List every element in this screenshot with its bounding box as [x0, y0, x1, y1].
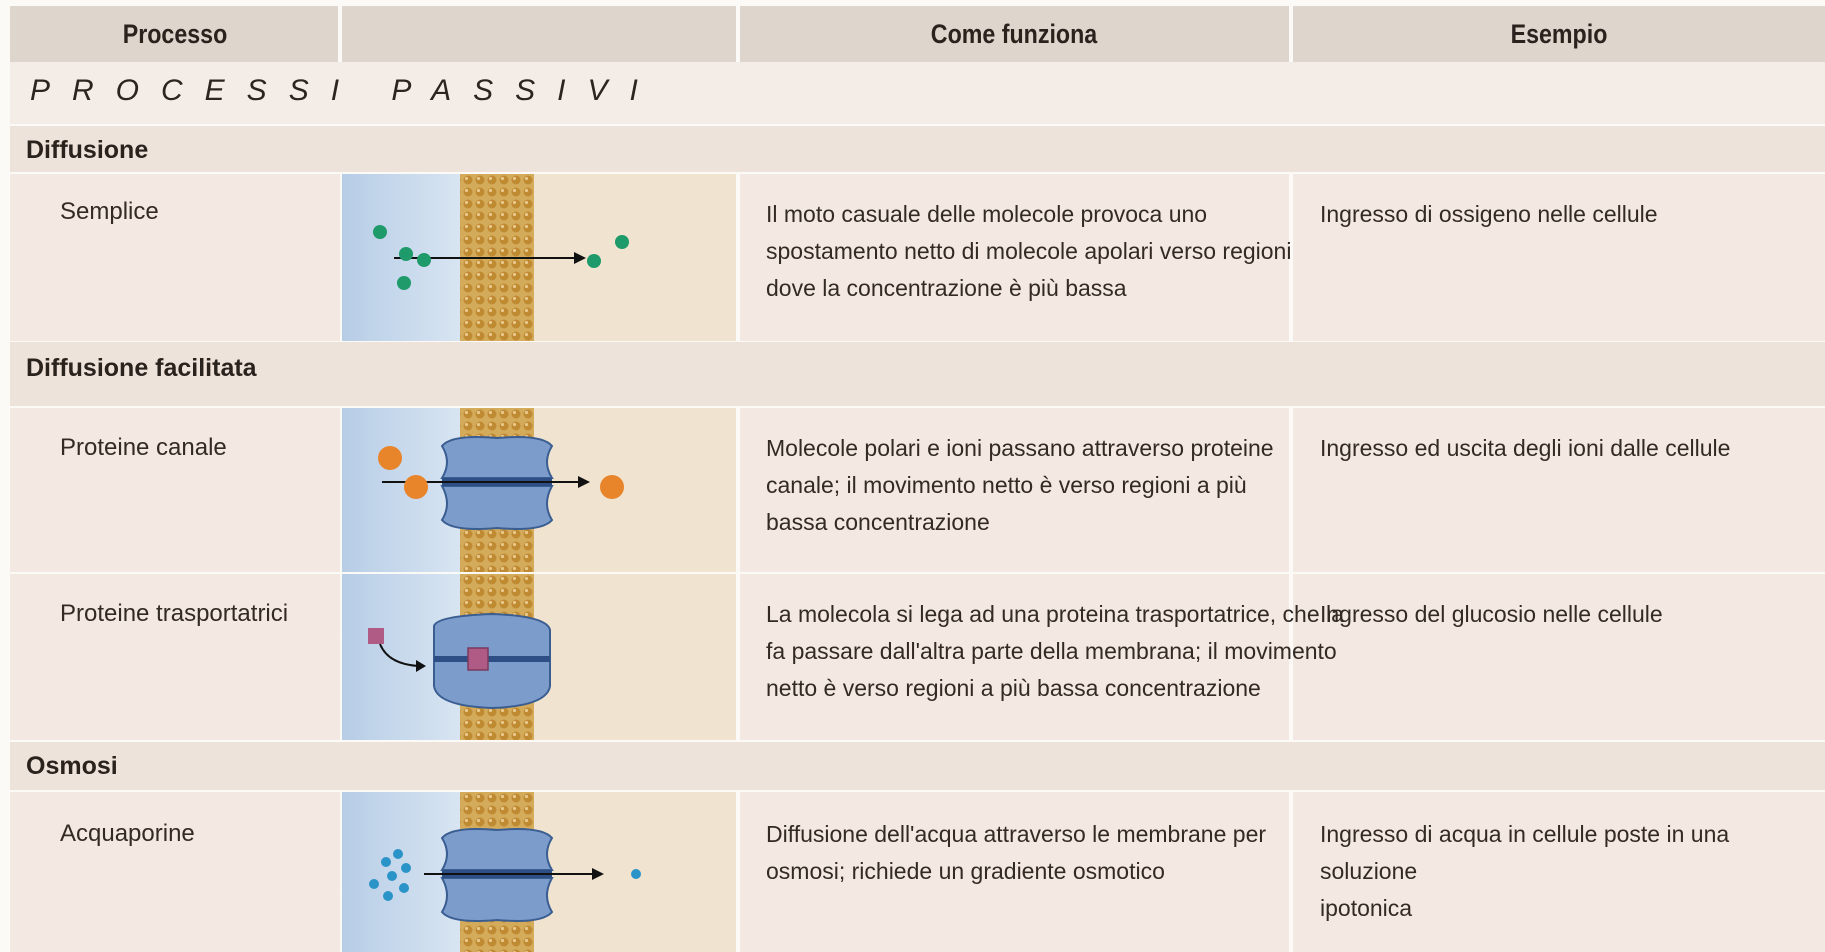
example-line: Ingresso del glucosio nelle cellule — [1320, 601, 1663, 627]
header-process: Processo — [33, 6, 317, 62]
water-molecule — [393, 849, 403, 859]
how-text: Diffusione dell'acqua attraverso le memb… — [766, 816, 1266, 890]
channel-protein-top — [440, 436, 554, 479]
example-line: ipotonica — [1320, 895, 1413, 921]
row-process-cell — [10, 792, 340, 952]
row-example-cell — [1293, 574, 1825, 740]
aquaporin-illustration — [342, 792, 736, 952]
example-line: Ingresso di ossigeno nelle cellule — [1320, 201, 1658, 227]
molecule — [587, 254, 601, 268]
example-line: Ingresso di acqua in cellule poste in un… — [1320, 821, 1730, 884]
arrow — [379, 643, 419, 667]
row-how-cell — [740, 792, 1289, 952]
how-text: La molecola si lega ad una proteina tras… — [766, 596, 1344, 707]
water-molecule — [369, 879, 379, 889]
section-bar — [10, 62, 1825, 124]
group-title-diffusione-facilitata: Diffusione facilitata — [26, 354, 257, 382]
row-example-cell — [1293, 408, 1825, 572]
channel-protein-bottom — [440, 485, 554, 530]
example-text: Ingresso ed uscita degli ioni dalle cell… — [1320, 430, 1730, 467]
arrow-head — [592, 868, 604, 880]
channel-protein-illustration — [342, 408, 736, 572]
intracellular-side — [532, 408, 736, 572]
extracellular-side — [342, 408, 462, 572]
row-how-cell — [740, 574, 1289, 740]
header-example: Esempio — [1330, 6, 1788, 62]
header-divider — [1289, 6, 1293, 62]
how-text: Molecole polari e ioni passano attravers… — [766, 430, 1274, 541]
row-how-cell — [740, 174, 1289, 341]
row-process-cell — [10, 174, 340, 341]
row-how-cell — [740, 408, 1289, 572]
arrow-head — [578, 476, 590, 488]
how-line: netto è verso regioni a più bassa concen… — [766, 675, 1261, 701]
molecule — [373, 225, 387, 239]
process-acquaporine: Acquaporine — [60, 820, 195, 847]
bound-molecule — [467, 647, 489, 671]
simple-diffusion-illustration — [342, 174, 736, 341]
group-title-diffusione: Diffusione — [26, 136, 149, 164]
process-proteine-canale: Proteine canale — [60, 434, 227, 461]
process-semplice: Semplice — [60, 198, 159, 225]
how-line: Il moto casuale delle molecole provoca u… — [766, 201, 1208, 227]
intracellular-side — [532, 574, 736, 740]
molecule — [368, 628, 384, 644]
how-line: fa passare dall'altra parte della membra… — [766, 638, 1337, 664]
header-divider — [736, 6, 740, 62]
carrier-binding-groove — [434, 656, 550, 662]
carrier-protein-illustration — [342, 574, 736, 740]
how-line: spostamento netto di molecole apolari ve… — [766, 238, 1292, 264]
process-proteine-trasportatrici: Proteine trasportatrici — [60, 600, 289, 627]
how-line: osmosi; richiede un gradiente osmotico — [766, 858, 1165, 884]
how-line: Molecole polari e ioni passano attravers… — [766, 435, 1274, 461]
row-process-cell — [10, 408, 340, 572]
ion — [378, 446, 402, 470]
how-line: bassa concentrazione — [766, 509, 990, 535]
example-text: Ingresso di acqua in cellule poste in un… — [1320, 816, 1825, 927]
header-divider — [338, 6, 342, 62]
water-molecule — [383, 891, 393, 901]
row-example-cell — [1293, 174, 1825, 341]
header-how-it-works: Come funziona — [778, 6, 1250, 62]
how-text: Il moto casuale delle molecole provoca u… — [766, 196, 1291, 307]
water-molecule — [387, 871, 397, 881]
water-molecule — [401, 863, 411, 873]
how-line: La molecola si lega ad una proteina tras… — [766, 601, 1344, 627]
example-text: Ingresso di ossigeno nelle cellule — [1320, 196, 1658, 233]
aquaporin-top — [440, 828, 554, 871]
group-bar — [10, 742, 1825, 790]
group-title-osmosi: Osmosi — [26, 752, 118, 780]
how-line: dove la concentrazione è più bassa — [766, 275, 1127, 301]
how-line: Diffusione dell'acqua attraverso le memb… — [766, 821, 1267, 847]
water-molecule — [381, 857, 391, 867]
arrow-head — [416, 660, 426, 672]
row-process-cell — [10, 574, 340, 740]
group-bar — [10, 342, 1825, 406]
ion — [404, 475, 428, 499]
molecule — [397, 276, 411, 290]
how-line: canale; il movimento netto è verso regio… — [766, 472, 1247, 498]
aquaporin-bottom — [440, 877, 554, 922]
molecule — [417, 253, 431, 267]
arrow-head — [574, 252, 586, 264]
molecule — [615, 235, 629, 249]
section-title: PROCESSI PASSIVI — [30, 74, 660, 107]
example-line: Ingresso ed uscita degli ioni dalle cell… — [1320, 435, 1731, 461]
row-example-cell — [1293, 792, 1825, 952]
example-text: Ingresso del glucosio nelle cellule — [1320, 596, 1663, 633]
water-molecule — [399, 883, 409, 893]
water-molecule — [631, 869, 641, 879]
ion — [600, 475, 624, 499]
group-bar — [10, 126, 1825, 172]
molecule — [399, 247, 413, 261]
